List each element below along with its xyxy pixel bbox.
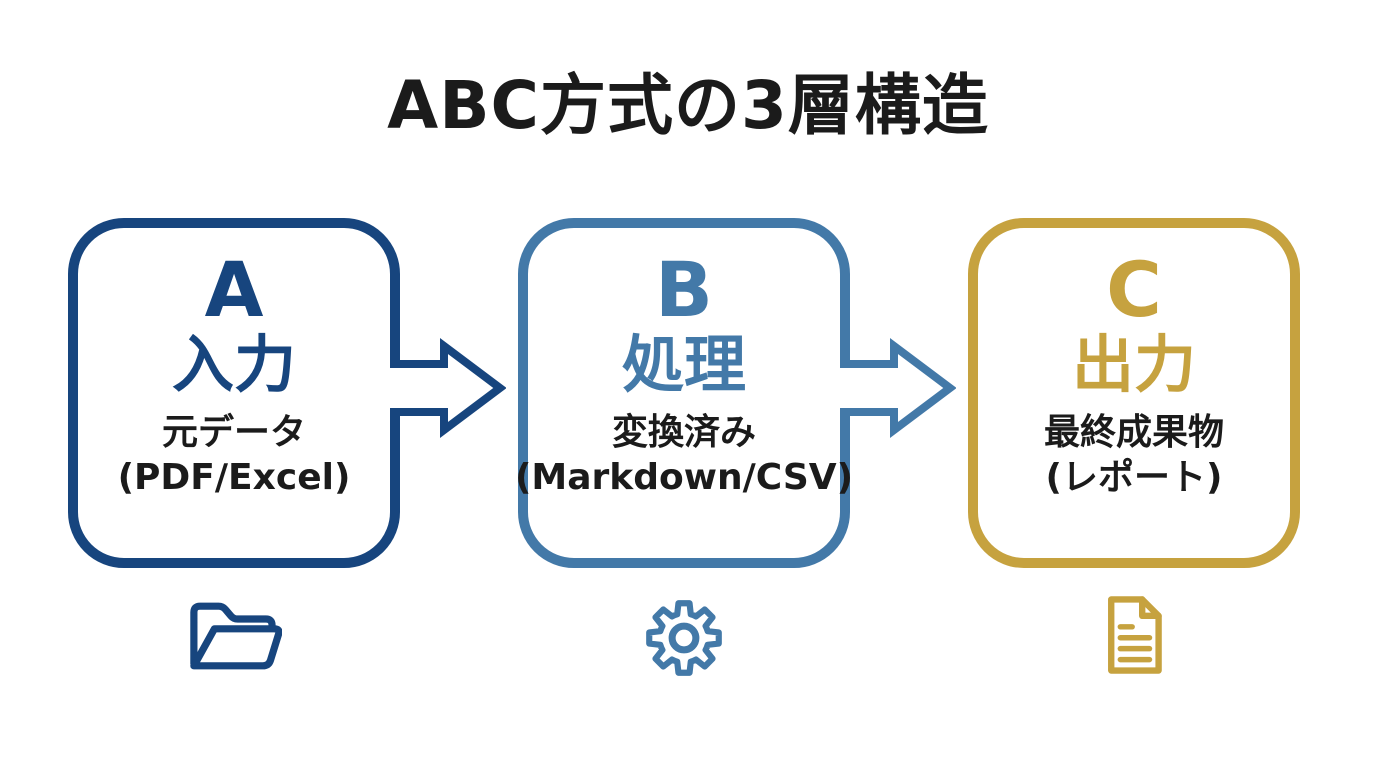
layer-label: 出力	[1071, 328, 1196, 401]
layer-letter: A	[204, 245, 264, 334]
layer-desc-line2: (Markdown/CSV)	[514, 457, 854, 499]
layer-letter: B	[655, 245, 713, 334]
page-title: ABC方式の3層構造	[387, 67, 989, 144]
arrow-right-icon	[840, 338, 956, 438]
layer-desc-line1: 元データ	[161, 412, 306, 454]
arrow-right-icon	[390, 338, 506, 438]
layer-desc-line2: (PDF/Excel)	[117, 457, 351, 499]
layer-desc-line2: (レポート)	[1045, 457, 1223, 499]
layer-desc-line1: 変換済み	[612, 412, 757, 454]
layer-label: 入力	[171, 328, 296, 401]
layer-box-output: C 出力 最終成果物 (レポート)	[968, 218, 1300, 568]
layer-box-process: B 処理 変換済み (Markdown/CSV)	[515, 218, 853, 568]
layer-description: 変換済み (Markdown/CSV)	[515, 411, 853, 500]
layer-description: 最終成果物 (レポート)	[1044, 411, 1224, 500]
layer-desc-line1: 最終成果物	[1043, 412, 1224, 454]
layer-label: 処理	[621, 328, 746, 401]
layer-description: 元データ (PDF/Excel)	[118, 411, 351, 500]
layer-box-input: A 入力 元データ (PDF/Excel)	[68, 218, 400, 568]
gear-icon	[646, 600, 722, 676]
document-icon	[1108, 596, 1162, 674]
folder-icon	[190, 602, 282, 670]
layer-letter: C	[1106, 245, 1162, 334]
